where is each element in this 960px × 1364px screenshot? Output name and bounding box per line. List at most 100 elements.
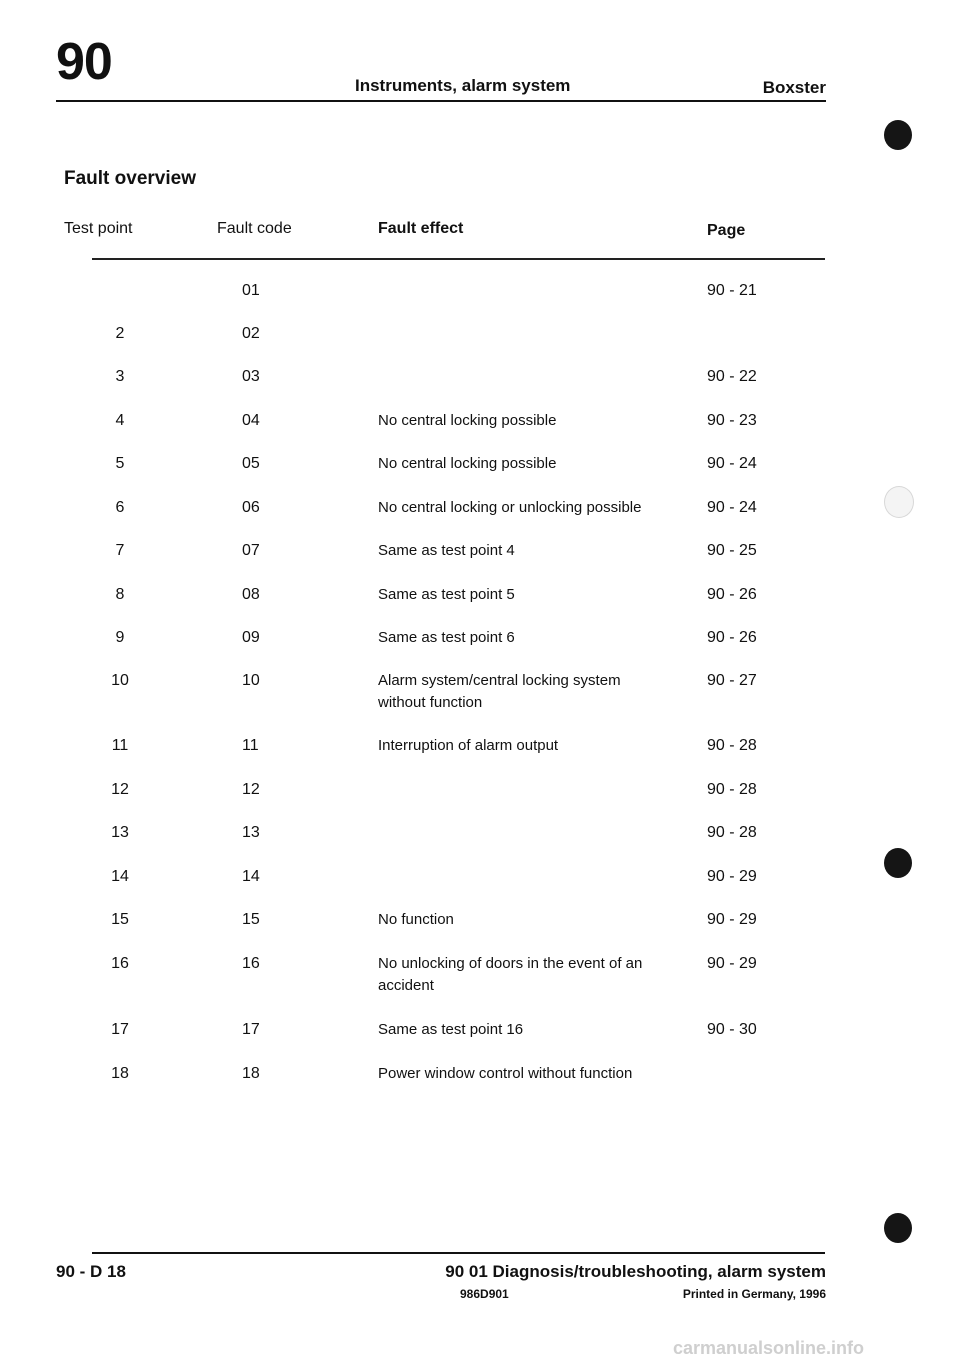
table-row: 17 17 Same as test point 16 90 - 30	[0, 1019, 960, 1059]
test-point-cell: 17	[111, 1021, 129, 1038]
page-cell: 90 - 26	[707, 586, 757, 603]
page-cell: 90 - 28	[707, 737, 757, 754]
fault-code-cell: 01	[242, 282, 260, 299]
test-point-cell: 14	[111, 868, 129, 885]
page-header-title: Instruments, alarm system	[355, 76, 571, 95]
fault-code-cell: 09	[242, 629, 260, 646]
table-row: 18 18 Power window control without functio…	[0, 1063, 960, 1103]
page-header-model: Boxster	[762, 78, 826, 97]
table-row: 15 15 No function 90 - 29	[0, 909, 960, 949]
page-cell: 90 - 28	[707, 824, 757, 841]
fault-code-cell: 08	[242, 586, 260, 603]
table-row: 9 09 Same as test point 6 90 - 26	[0, 627, 960, 667]
fault-effect-cell: Same as test point 6	[378, 629, 515, 646]
footer-printed: Printed in Germany, 1996	[682, 1287, 826, 1301]
column-header-test-point: Test point	[64, 220, 133, 237]
fault-effect-cell: Alarm system/central locking system with…	[378, 672, 621, 711]
fault-code-cell: 18	[242, 1065, 260, 1082]
table-row: 4 04 No central locking possible 90 - 23	[0, 410, 960, 450]
footer-rule	[92, 1252, 825, 1254]
table-row: 6 06 No central locking or unlocking possi…	[0, 497, 960, 537]
fault-effect-cell: Power window control without function	[378, 1065, 633, 1082]
binder-hole	[884, 120, 912, 150]
table-row: 13 13 90 - 28	[0, 822, 960, 862]
test-point-cell: 18	[111, 1065, 129, 1082]
column-header-fault-effect: Fault effect	[378, 220, 464, 237]
table-row: 12 12 90 - 28	[0, 779, 960, 819]
fault-code-cell: 13	[242, 824, 260, 841]
page-cell: 90 - 28	[707, 781, 757, 798]
page-cell: 90 - 27	[707, 672, 757, 689]
footer-section: 90 01 Diagnosis/troubleshooting, alarm s…	[445, 1262, 826, 1281]
footer-page-ref: 90 - D 18	[56, 1262, 126, 1281]
page-cell: 90 - 21	[707, 282, 757, 299]
fault-effect-cell: No central locking possible	[378, 412, 557, 429]
column-header-page: Page	[707, 222, 746, 239]
fault-code-cell: 10	[242, 672, 260, 689]
table-row: 3 03 90 - 22	[0, 366, 960, 406]
page-cell: 90 - 24	[707, 499, 757, 516]
table-row: 5 05 No central locking possible 90 - 24	[0, 453, 960, 493]
table-row: 01 90 - 21	[0, 280, 960, 320]
fault-code-cell: 04	[242, 412, 260, 429]
test-point-cell: 11	[111, 737, 129, 754]
table-row: 2 02	[0, 323, 960, 363]
table-row: 10 10 Alarm system/central locking system …	[0, 670, 960, 711]
page-cell: 90 - 29	[707, 955, 757, 972]
test-point-cell: 5	[115, 455, 125, 472]
binder-hole	[884, 1213, 912, 1243]
fault-code-cell: 07	[242, 542, 260, 559]
test-point-cell: 15	[111, 911, 129, 928]
page-cell: 90 - 26	[707, 629, 757, 646]
page-cell: 90 - 22	[707, 368, 757, 385]
chapter-number: 90	[56, 33, 113, 91]
fault-effect-cell: Same as test point 5	[378, 586, 515, 603]
page-cell: 90 - 29	[707, 868, 757, 885]
test-point-cell: 16	[111, 955, 129, 972]
fault-code-cell: 12	[242, 781, 260, 798]
page-cell: 90 - 24	[707, 455, 757, 472]
fault-effect-cell: No central locking possible	[378, 455, 557, 472]
fault-effect-cell: No unlocking of doors in the event of an…	[378, 955, 643, 994]
fault-code-cell: 03	[242, 368, 260, 385]
fault-code-cell: 16	[242, 955, 260, 972]
table-row: 8 08 Same as test point 5 90 - 26	[0, 584, 960, 624]
fault-effect-cell: Same as test point 4	[378, 542, 515, 559]
fault-code-cell: 15	[242, 911, 260, 928]
test-point-cell: 8	[115, 586, 125, 603]
table-row: 14 14 90 - 29	[0, 866, 960, 906]
fault-code-cell: 11	[242, 737, 259, 754]
fault-effect-cell: No function	[378, 911, 454, 928]
table-row: 7 07 Same as test point 4 90 - 25	[0, 540, 960, 580]
test-point-cell: 12	[111, 781, 129, 798]
section-title: Fault overview	[64, 168, 196, 189]
test-point-cell: 2	[115, 325, 125, 342]
fault-effect-cell: Interruption of alarm output	[378, 737, 559, 754]
test-point-cell: 4	[115, 412, 125, 429]
page-cell: 90 - 25	[707, 542, 757, 559]
test-point-cell: 7	[115, 542, 125, 559]
fault-code-cell: 17	[242, 1021, 260, 1038]
fault-code-cell: 06	[242, 499, 260, 516]
table-row: 11 11 Interruption of alarm output 90 - 28	[0, 735, 960, 775]
footer-doc-code: 986D901	[460, 1287, 509, 1301]
fault-effect-cell: No central locking or unlocking possible	[378, 499, 642, 516]
header-rule	[56, 100, 826, 102]
watermark: carmanualsonline.info	[672, 1338, 864, 1358]
table-row: 16 16 No unlocking of doors in the event o…	[0, 953, 960, 994]
binder-hole	[884, 848, 912, 878]
test-point-cell: 13	[111, 824, 129, 841]
column-header-fault-code: Fault code	[217, 220, 292, 237]
page-cell: 90 - 29	[707, 911, 757, 928]
fault-code-cell: 14	[242, 868, 260, 885]
fault-effect-cell: Same as test point 16	[378, 1021, 524, 1038]
page-cell: 90 - 30	[707, 1021, 757, 1038]
binder-hole	[884, 486, 914, 518]
test-point-cell: 9	[115, 629, 125, 646]
fault-code-cell: 02	[242, 325, 260, 342]
test-point-cell: 6	[115, 499, 125, 516]
fault-code-cell: 05	[242, 455, 260, 472]
page-cell: 90 - 23	[707, 412, 757, 429]
test-point-cell: 10	[111, 672, 129, 689]
test-point-cell: 3	[115, 368, 125, 385]
